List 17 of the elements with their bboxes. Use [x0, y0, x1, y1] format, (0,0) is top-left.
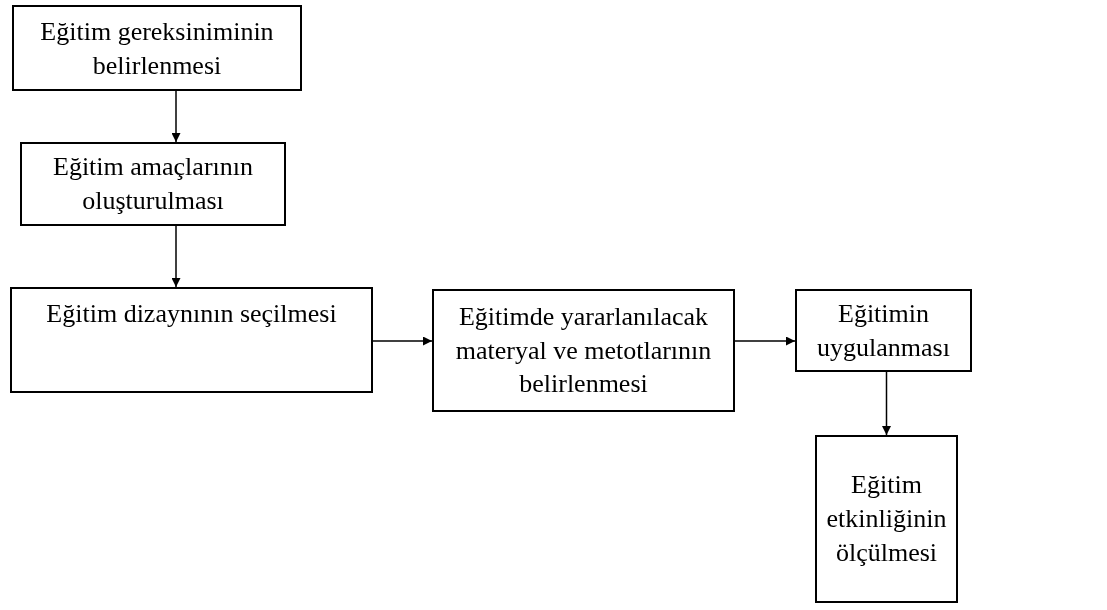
box-label: Eğitim gereksiniminin belirlenmesi [39, 16, 275, 82]
process-box [795, 289, 972, 372]
process-box [815, 435, 958, 603]
arrow [171, 225, 181, 288]
arrow [171, 90, 181, 143]
process-box [10, 287, 373, 393]
process-box [12, 5, 302, 91]
box-label: Eğitim dizaynının seçilmesi [46, 298, 337, 330]
arrow [734, 336, 796, 346]
box-label: Eğitim etkinliğinin ölçülmesi [825, 469, 948, 569]
box-label: Eğitim amaçlarının oluşturulması [52, 151, 254, 217]
process-box [432, 289, 735, 412]
box-label: Eğitimin uygulanması [816, 297, 951, 364]
arrow [882, 371, 891, 436]
arrow [372, 336, 433, 346]
process-box [20, 142, 286, 226]
box-label: Eğitimde yararlanılacak materyal ve metotlarının belirlenmesi [454, 300, 713, 401]
